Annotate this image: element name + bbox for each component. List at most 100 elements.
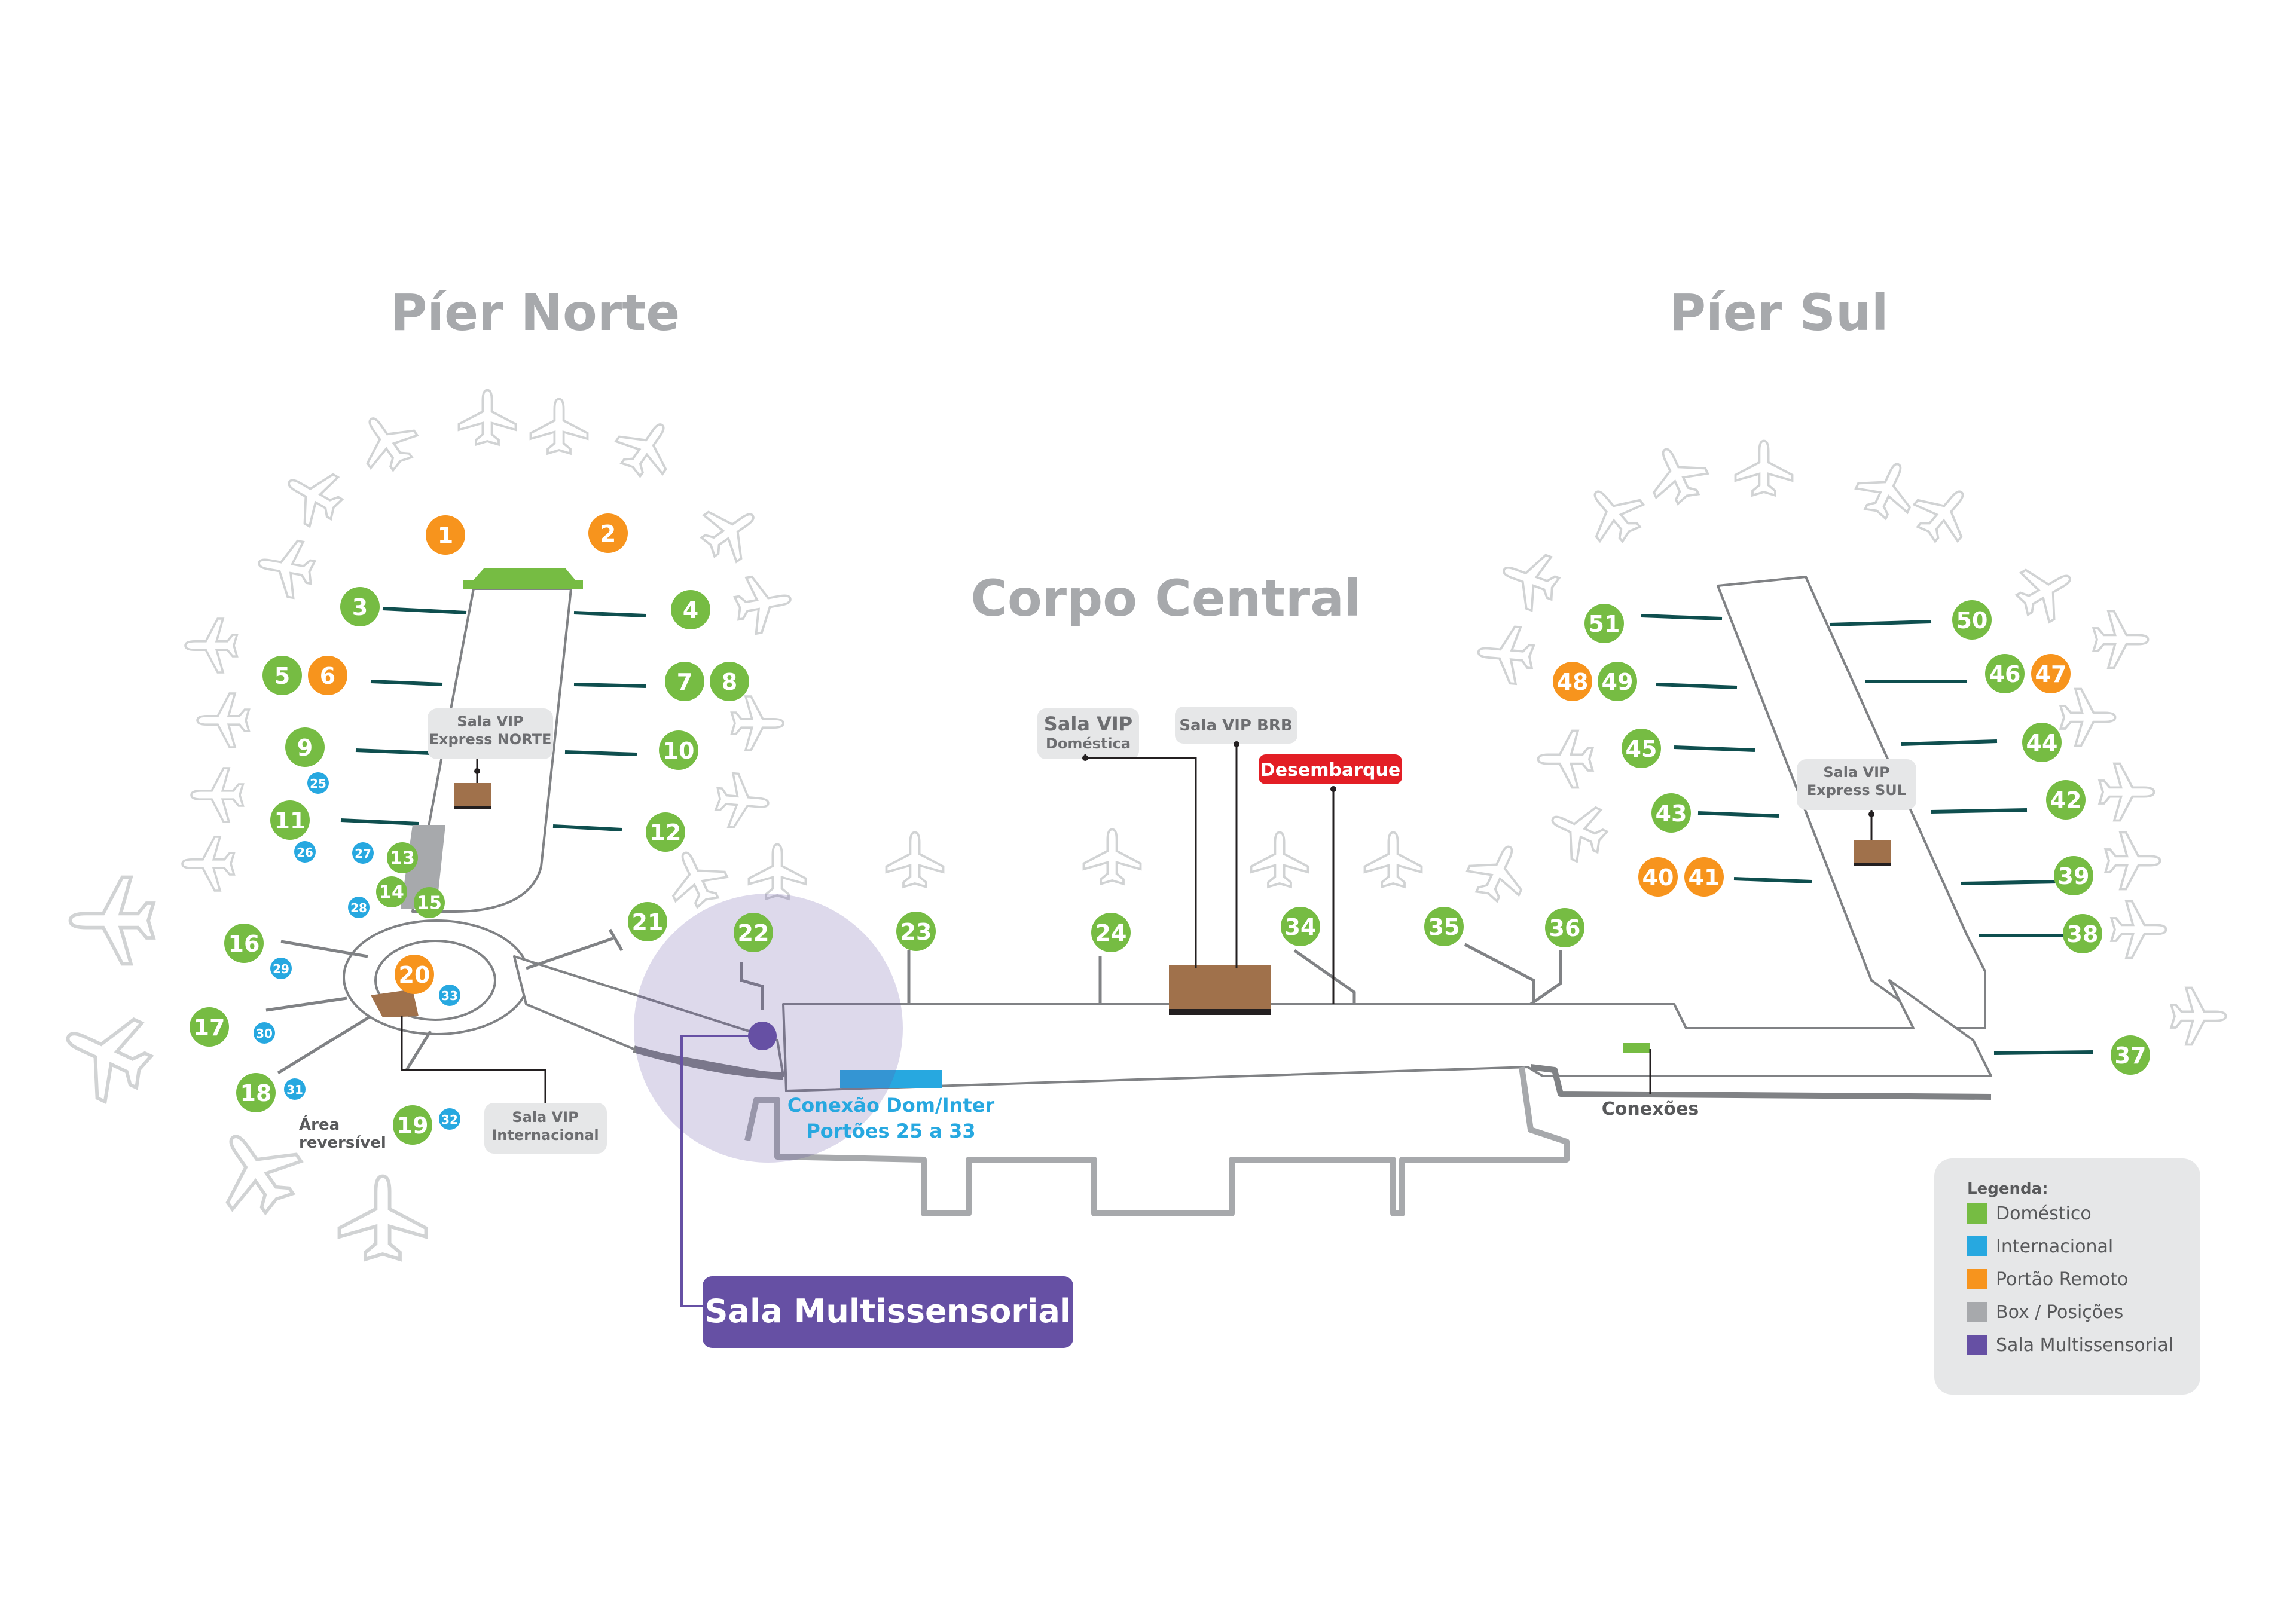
gate-49[interactable]: 49 xyxy=(1598,662,1637,701)
gate-48-label: 48 xyxy=(1557,669,1589,695)
gate-42-circle xyxy=(2046,780,2086,820)
gate-46[interactable]: 46 xyxy=(1985,654,2025,693)
gate-13[interactable]: 13 xyxy=(387,842,418,873)
gate-37[interactable]: 37 xyxy=(2111,1035,2150,1075)
legend-label: Internacional xyxy=(1996,1236,2113,1257)
gate-20[interactable]: 20 xyxy=(395,955,434,994)
gate-35[interactable]: 35 xyxy=(1424,907,1464,946)
gate-33-label: 33 xyxy=(441,989,458,1003)
gate-10[interactable]: 10 xyxy=(659,730,698,770)
gate-7-label: 7 xyxy=(677,669,692,695)
gate-4[interactable]: 4 xyxy=(671,590,710,629)
gate-14[interactable]: 14 xyxy=(376,876,407,907)
gate-50[interactable]: 50 xyxy=(1952,600,1992,640)
gate-11[interactable]: 11 xyxy=(270,800,310,840)
gate-18[interactable]: 18 xyxy=(236,1073,276,1112)
gate-16[interactable]: 16 xyxy=(224,924,264,963)
gate-48-circle xyxy=(1553,662,1592,701)
gate-1[interactable]: 1 xyxy=(426,515,465,555)
vip-express-norte-label[interactable]: Sala VIP Express NORTE xyxy=(428,708,553,783)
gate-3[interactable]: 3 xyxy=(340,587,380,626)
gate-8[interactable]: 8 xyxy=(710,662,749,701)
gate-5[interactable]: 5 xyxy=(262,656,302,695)
gate-34[interactable]: 34 xyxy=(1281,907,1320,946)
gate-42[interactable]: 42 xyxy=(2046,780,2086,820)
svg-text:Express NORTE: Express NORTE xyxy=(429,731,552,748)
gate-31[interactable]: 31 xyxy=(284,1078,306,1100)
gate-19-circle xyxy=(393,1105,432,1145)
pier-norte-roof xyxy=(463,580,583,589)
gate-16-circle xyxy=(224,924,264,963)
gate-32-circle xyxy=(439,1108,460,1130)
gate-44[interactable]: 44 xyxy=(2022,723,2062,762)
gate-26-label: 26 xyxy=(297,845,313,860)
gate-27[interactable]: 27 xyxy=(352,842,374,864)
gate-30-label: 30 xyxy=(256,1026,273,1041)
legend-item: Doméstico xyxy=(1967,1203,2092,1224)
corpo-central-title: Corpo Central xyxy=(970,569,1361,628)
gate-7-circle xyxy=(665,662,704,701)
gate-36[interactable]: 36 xyxy=(1545,908,1584,947)
gate-21[interactable]: 21 xyxy=(628,902,667,941)
gate-33[interactable]: 33 xyxy=(439,985,460,1006)
gate-15[interactable]: 15 xyxy=(414,887,445,918)
gate-39[interactable]: 39 xyxy=(2054,856,2093,895)
gate-29[interactable]: 29 xyxy=(270,958,292,979)
gate-25[interactable]: 25 xyxy=(307,772,329,794)
gate-17[interactable]: 17 xyxy=(190,1007,229,1047)
gate-19[interactable]: 19 xyxy=(393,1105,432,1145)
gate-38[interactable]: 38 xyxy=(2063,914,2102,953)
gate-4-label: 4 xyxy=(683,597,698,623)
gate-34-label: 34 xyxy=(1285,914,1317,940)
gate-28[interactable]: 28 xyxy=(348,897,370,918)
svg-text:Sala VIP: Sala VIP xyxy=(1823,764,1889,781)
gate-51[interactable]: 51 xyxy=(1584,604,1624,643)
gate-32[interactable]: 32 xyxy=(439,1108,460,1130)
gate-6[interactable]: 6 xyxy=(308,656,347,695)
gate-12[interactable]: 12 xyxy=(646,812,685,852)
gate-7[interactable]: 7 xyxy=(665,662,704,701)
vip-domestica-label[interactable]: Sala VIP Doméstica xyxy=(1037,708,1197,968)
gate-24-circle xyxy=(1091,913,1131,952)
vip-express-sul-label[interactable]: Sala VIP Express SUL xyxy=(1797,759,1916,840)
desembarque-label[interactable]: Desembarque xyxy=(1259,754,1402,1004)
gate-14-label: 14 xyxy=(379,882,404,903)
gate-22-label: 22 xyxy=(738,920,770,946)
gate-22[interactable]: 22 xyxy=(734,913,773,952)
gate-30[interactable]: 30 xyxy=(254,1022,275,1044)
gate-23[interactable]: 23 xyxy=(896,912,936,951)
gate-9-circle xyxy=(285,727,325,767)
sala-multissensorial-button[interactable]: Sala Multissensorial xyxy=(703,1276,1073,1348)
gate-48[interactable]: 48 xyxy=(1553,662,1592,701)
gate-43[interactable]: 43 xyxy=(1651,793,1691,833)
gate-24[interactable]: 24 xyxy=(1091,913,1131,952)
gate-45[interactable]: 45 xyxy=(1622,729,1661,768)
conexao-bar xyxy=(840,1070,942,1088)
conexoes-label: Conexões xyxy=(1602,1099,1699,1120)
gate-51-label: 51 xyxy=(1589,611,1620,637)
area-reversivel-line1: Área xyxy=(299,1115,340,1134)
gate-34-circle xyxy=(1281,907,1320,946)
gate-47[interactable]: 47 xyxy=(2031,654,2071,693)
gate-46-circle xyxy=(1985,654,2025,693)
gate-38-label: 38 xyxy=(2067,921,2099,947)
vip-internacional-label[interactable]: Sala VIP Internacional xyxy=(401,1016,607,1154)
store-pier-sul xyxy=(1854,840,1891,863)
gate-35-label: 35 xyxy=(1428,914,1460,940)
gate-2[interactable]: 2 xyxy=(588,513,628,553)
legend-item: Portão Remoto xyxy=(1967,1269,2128,1290)
multisensory-leader-line xyxy=(680,1035,762,1307)
gate-9[interactable]: 9 xyxy=(285,727,325,767)
vip-brb-label[interactable]: Sala VIP BRB xyxy=(1175,707,1297,968)
gate-10-label: 10 xyxy=(663,738,695,764)
legend-item: Internacional xyxy=(1967,1236,2113,1257)
gate-40[interactable]: 40 xyxy=(1638,857,1678,897)
svg-text:Doméstica: Doméstica xyxy=(1046,735,1131,752)
legend-swatch xyxy=(1967,1236,1987,1256)
conexoes-marker xyxy=(1623,1043,1650,1053)
gate-26[interactable]: 26 xyxy=(294,841,316,863)
svg-text:Internacional: Internacional xyxy=(491,1127,599,1144)
gate-24-label: 24 xyxy=(1095,920,1127,946)
gate-41[interactable]: 41 xyxy=(1684,857,1724,897)
